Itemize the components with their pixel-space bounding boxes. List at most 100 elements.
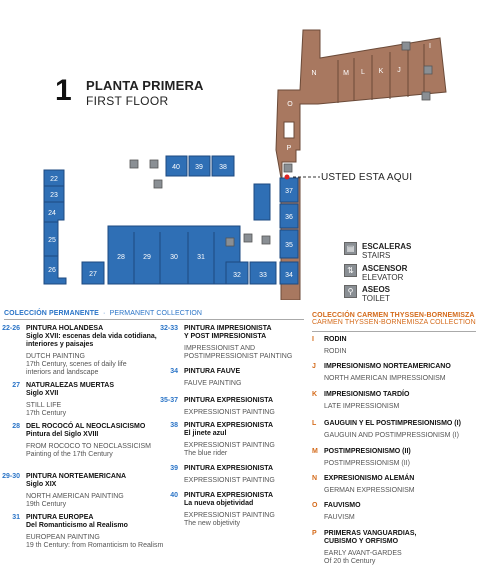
room-label: 29: [143, 254, 151, 261]
room-title-en: NORTH AMERICAN IMPRESSIONISM: [324, 375, 446, 382]
gallery-title-en: EXPRESSIONIST PAINTING: [184, 409, 275, 416]
gallery-title-en: EXPRESSIONIST PAINTING: [184, 442, 275, 449]
gallery-number: 35-37: [160, 397, 178, 404]
gallery-title-en: 17th Century, scenes of daily life: [26, 361, 127, 368]
thyssen-collection-heading: COLECCIÓN CARMEN THYSSEN-BORNEMISZA CARM…: [312, 312, 476, 326]
gallery-title-es: DEL ROCOCÓ AL NEOCLASICISMO: [26, 423, 146, 430]
room-title-es: GAUGUIN Y EL POSTIMPRESIONISMO (I): [324, 420, 461, 427]
gallery-title-es: PINTURA NORTEAMERICANA: [26, 473, 127, 480]
room-label: 26: [48, 267, 56, 274]
room-label: L: [361, 69, 365, 76]
gallery-title-en: FROM ROCOCO TO NEOCLASSICISM: [26, 443, 151, 450]
toilet-icon: [421, 91, 431, 101]
gallery-number: 29-30: [2, 473, 20, 480]
room-label: 32: [233, 272, 241, 279]
blue-rooms: [43, 155, 299, 285]
stairs-icon: [261, 235, 271, 245]
room-title-es: RODIN: [324, 336, 347, 343]
room-label: 34: [285, 272, 293, 279]
gallery-title-en: FAUVE PAINTING: [184, 380, 242, 387]
gallery-title-es: El jinete azul: [184, 430, 227, 437]
room-label: I: [429, 43, 431, 50]
room-label: 38: [219, 164, 227, 171]
room-letter: O: [312, 502, 318, 509]
room-label: 30: [170, 254, 178, 261]
gallery-title-es: PINTURA HOLANDESA: [26, 325, 104, 332]
heading-en: PERMANENT COLLECTION: [109, 310, 203, 317]
floor-title-es: PLANTA PRIMERA: [86, 78, 204, 93]
room-title-en: GAUGUIN AND POSTIMPRESSIONISM (I): [324, 432, 459, 439]
gallery-title-en: POSTIMPRESSIONIST PAINTING: [184, 353, 293, 360]
gallery-title-es: NATURALEZAS MUERTAS: [26, 382, 115, 389]
gallery-number: 31: [12, 514, 20, 521]
room-title-en: LATE IMPRESSIONISM: [324, 403, 400, 410]
room-shape-34: [279, 261, 299, 285]
gallery-title-en: STILL LIFE: [26, 402, 62, 409]
gallery-title-es: PINTURA FAUVE: [184, 368, 241, 375]
room-label: 23: [50, 192, 58, 199]
legend-label-es: ASEOS: [362, 285, 391, 294]
room-label: O: [287, 101, 293, 108]
stairs-icon: ▤: [344, 242, 357, 255]
gallery-title-en: The blue rider: [184, 450, 228, 457]
brown-room-labels: N M L K J I O P: [287, 43, 431, 152]
elevator-icon: [401, 41, 411, 51]
room-label: M: [343, 70, 349, 77]
gallery-title-en: 17th Century: [26, 410, 67, 417]
room-label: J: [397, 67, 401, 74]
heading-en: CARMEN THYSSEN-BORNEMISZA COLLECTION: [312, 319, 476, 326]
gallery-number: 22-26: [2, 325, 20, 332]
gallery-number: 34: [170, 368, 178, 375]
blue-room-dividers: [44, 185, 215, 284]
legend-label-en: STAIRS: [362, 251, 391, 260]
gallery-title-en: 19th Century: [26, 501, 67, 508]
room-shape-35: [279, 229, 299, 259]
gallery-title-es: PINTURA IMPRESIONISTA: [184, 325, 272, 332]
gallery-number: 28: [12, 423, 20, 430]
room-title-en: RODIN: [324, 348, 347, 355]
room-title-en: Of 20 th Century: [324, 558, 376, 565]
room-title-en: EARLY AVANT-GARDES: [324, 550, 402, 557]
room-letter: N: [312, 475, 318, 482]
room-shape-27: [81, 261, 105, 285]
gallery-title-es: Siglo XVII: escenas dela vida cotidiana,: [26, 333, 157, 340]
room-letter: I: [312, 336, 314, 343]
room-title-es: FAUVISMO: [324, 502, 361, 509]
facility-icons: [129, 41, 433, 247]
gallery-title-en: Painting of the 17th Century: [26, 451, 113, 458]
legend-label-es: ESCALERAS: [362, 242, 412, 251]
floor-title-en: FIRST FLOOR: [86, 94, 169, 108]
legend-label-en: ELEVATOR: [362, 273, 404, 282]
room-title-en: POSTIMPRESSIONISM (II): [324, 460, 410, 467]
gallery-title-en: NORTH AMERICAN PAINTING: [26, 493, 124, 500]
room-label: 25: [48, 237, 56, 244]
room-label: 35: [285, 242, 293, 249]
divider: [312, 331, 476, 332]
room-title-es: IMPRESIONISMO TARDÍO: [324, 391, 410, 398]
gallery-title-en: EUROPEAN PAINTING: [26, 534, 100, 541]
gallery-title-es: La nueva objetividad: [184, 500, 254, 507]
floor-number: 1: [55, 74, 72, 107]
gallery-title-es: Siglo XVII: [26, 390, 59, 397]
room-title-es: POSTIMPRESIONISMO (II): [324, 448, 411, 455]
gallery-title-en: EXPRESSIONIST PAINTING: [184, 512, 275, 519]
room-label: 36: [285, 214, 293, 221]
gallery-title-en: 19 th Century: from Romanticism to Reali…: [26, 542, 164, 549]
room-shape-side: [253, 183, 271, 221]
legend-label-en: TOILET: [362, 294, 390, 303]
you-are-here-marker: [284, 174, 290, 180]
room-title-es: IMPRESIONISMO NORTEAMERICANO: [324, 363, 451, 370]
you-are-here-label: USTED ESTA AQUI: [321, 172, 413, 183]
stairs-icon: [423, 65, 433, 75]
gallery-number: 27: [12, 382, 20, 389]
room-shape-38: [211, 155, 235, 177]
permanent-collection-heading: COLECCIÓN PERMANENTE · PERMANENT COLLECT…: [4, 310, 203, 317]
room-label: 27: [89, 271, 97, 278]
stairs-icon: [129, 159, 139, 169]
gallery-title-es: PINTURA EXPRESIONISTA: [184, 422, 274, 429]
room-shape-32: [225, 261, 249, 285]
gallery-number: 38: [170, 422, 178, 429]
stairs-icon: [149, 159, 159, 169]
gallery-number: 40: [170, 492, 178, 499]
gallery-title-en: interiors and landscape: [26, 369, 99, 376]
